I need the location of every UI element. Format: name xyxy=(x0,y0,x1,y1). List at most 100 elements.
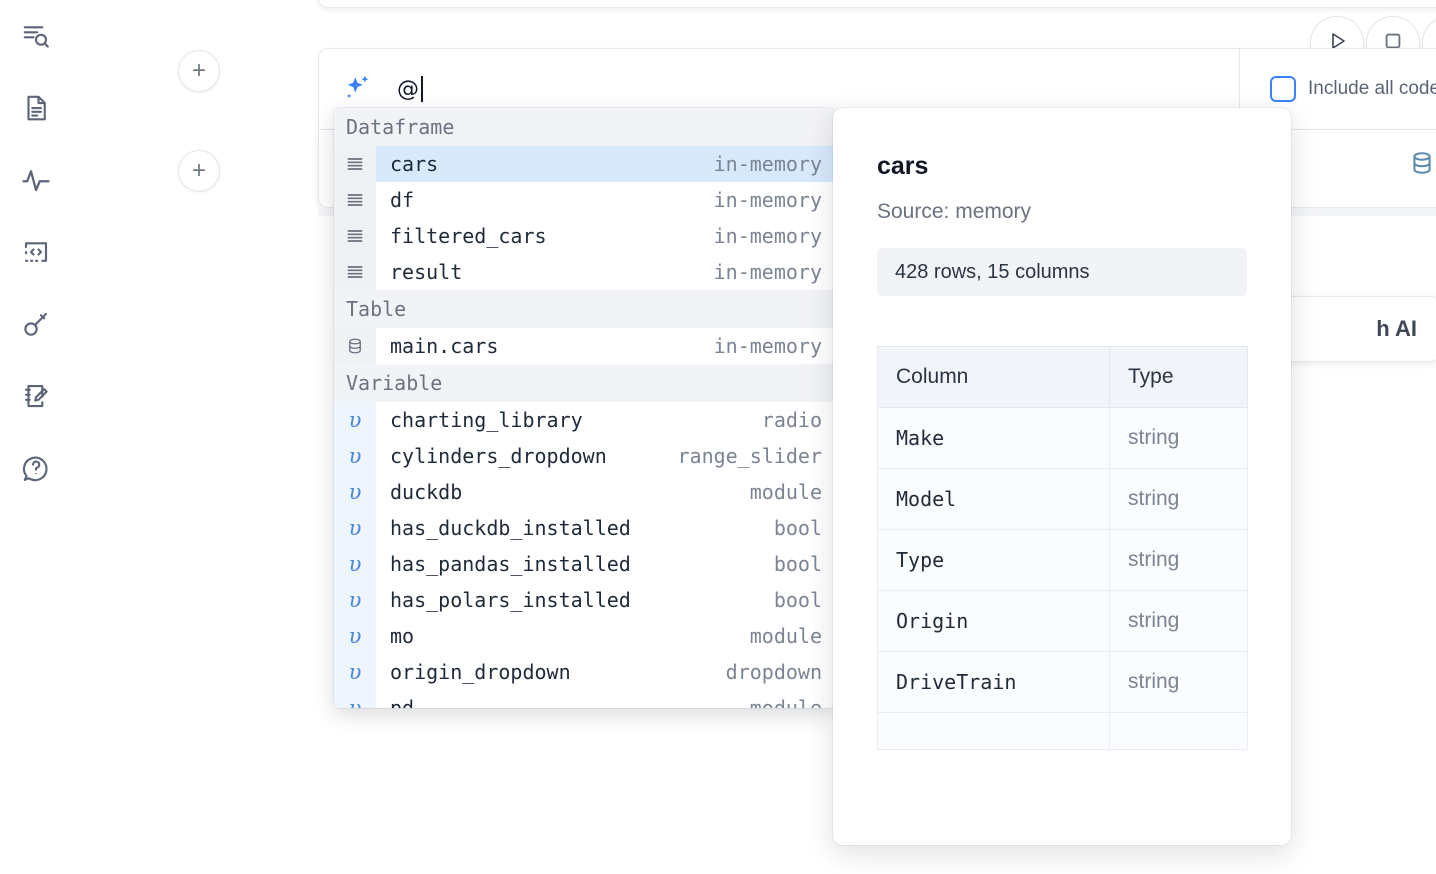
schema-header-type: Type xyxy=(1109,346,1248,408)
include-all-code-checkbox[interactable] xyxy=(1270,76,1296,102)
dataset-shape-badge: 428 rows, 15 columns xyxy=(877,248,1247,296)
document-icon xyxy=(21,93,51,123)
autocomplete-item-type: in-memory xyxy=(713,260,822,284)
schema-column-type: string xyxy=(1109,407,1248,469)
schema-column-type xyxy=(1109,712,1248,750)
autocomplete-item-name: duckdb xyxy=(390,480,463,504)
ai-prompt-value: @ xyxy=(397,76,420,102)
autocomplete-group-label: Table xyxy=(334,290,834,328)
sidebar-rail xyxy=(0,0,72,874)
autocomplete-item[interactable]: main.cars in-memory xyxy=(334,328,834,364)
autocomplete-item-type: radio xyxy=(761,408,822,432)
activity-icon xyxy=(21,165,51,195)
schema-column-name: Type xyxy=(877,529,1110,591)
dataset-title: cars xyxy=(877,152,929,180)
ai-prompt-input[interactable]: @ xyxy=(397,49,1239,129)
variable-icon: υ xyxy=(334,510,376,546)
schema-header-column: Column xyxy=(877,346,1110,408)
variable-icon: υ xyxy=(334,438,376,474)
plus-icon: + xyxy=(191,157,206,184)
autocomplete-item-name: has_pandas_installed xyxy=(390,552,631,576)
autocomplete-item-type: module xyxy=(749,696,822,708)
plus-icon: + xyxy=(191,57,206,84)
variable-icon: υ xyxy=(334,474,376,510)
previous-cell[interactable] xyxy=(318,0,1436,8)
search-outline-icon xyxy=(21,21,51,51)
schema-column-name: Origin xyxy=(877,590,1110,652)
autocomplete-item[interactable]: υ charting_library radio xyxy=(334,402,834,438)
variable-icon: υ xyxy=(334,618,376,654)
autocomplete-item-type: in-memory xyxy=(713,334,822,358)
add-cell-above-button[interactable]: + xyxy=(178,50,220,92)
schema-column-name: DriveTrain xyxy=(877,651,1110,713)
autocomplete-item-name: cars xyxy=(390,152,439,176)
autocomplete-item-name: has_duckdb_installed xyxy=(390,516,631,540)
dataset-detail-panel: cars Source: memory 428 rows, 15 columns… xyxy=(833,108,1291,845)
autocomplete-item-name: main.cars xyxy=(390,334,499,358)
autocomplete-item-type: bool xyxy=(773,516,822,540)
autocomplete-item-name: charting_library xyxy=(390,408,583,432)
text-cursor xyxy=(420,76,423,102)
include-all-code-label: Include all code xyxy=(1308,78,1436,99)
schema-column-name: Make xyxy=(877,407,1110,469)
key-icon xyxy=(21,309,51,339)
autocomplete-item-name: mo xyxy=(390,624,415,648)
code-snippet-icon xyxy=(21,237,51,267)
schema-column-type: string xyxy=(1109,590,1248,652)
database-icon[interactable] xyxy=(1409,150,1435,176)
sidebar-item-search[interactable] xyxy=(14,14,58,58)
autocomplete-item-type: module xyxy=(749,624,822,648)
variable-icon: υ xyxy=(334,402,376,438)
table-database-icon xyxy=(334,328,376,364)
sidebar-item-help[interactable] xyxy=(14,446,58,490)
schema-column-name xyxy=(877,712,1110,750)
include-all-code-control[interactable]: Include all code xyxy=(1239,49,1436,129)
autocomplete-item-name: cylinders_dropdown xyxy=(390,444,607,468)
sidebar-item-documentation[interactable] xyxy=(14,86,58,130)
panel-scroll-mask xyxy=(833,805,1291,845)
autocomplete-item-type: in-memory xyxy=(713,152,822,176)
autocomplete-item-type: bool xyxy=(773,588,822,612)
add-cell-below-button[interactable]: + xyxy=(178,150,220,192)
schema-row xyxy=(877,712,1248,750)
autocomplete-item-type: dropdown xyxy=(725,660,822,684)
autocomplete-item-type: range_slider xyxy=(677,444,823,468)
autocomplete-item-type: in-memory xyxy=(713,188,822,212)
schema-column-type: string xyxy=(1109,651,1248,713)
stop-square-icon xyxy=(1382,30,1404,57)
dataframe-icon xyxy=(334,146,376,182)
autocomplete-item-type: module xyxy=(749,480,822,504)
schema-column-type: string xyxy=(1109,529,1248,591)
sidebar-item-activity[interactable] xyxy=(14,158,58,202)
variable-icon: υ xyxy=(334,690,376,708)
autocomplete-item-name: df xyxy=(390,188,415,212)
autocomplete-item[interactable]: df in-memory xyxy=(334,182,834,218)
autocomplete-item-name: has_polars_installed xyxy=(390,588,631,612)
sidebar-item-scratchpad[interactable] xyxy=(14,374,58,418)
autocomplete-item-name: origin_dropdown xyxy=(390,660,571,684)
autocomplete-item[interactable]: υ has_duckdb_installed bool xyxy=(334,510,834,546)
dataset-source: Source: memory xyxy=(877,200,1032,223)
autocomplete-item[interactable]: cars in-memory xyxy=(334,146,834,182)
autocomplete-item[interactable]: υ cylinders_dropdown range_slider xyxy=(334,438,834,474)
schema-column-type: string xyxy=(1109,468,1248,530)
sidebar-item-secrets[interactable] xyxy=(14,302,58,346)
cell-toolbar: M↓ xyxy=(1409,150,1436,176)
sidebar-item-snippets[interactable] xyxy=(14,230,58,274)
dataframe-icon xyxy=(334,218,376,254)
dataframe-icon xyxy=(334,182,376,218)
variable-icon: υ xyxy=(334,546,376,582)
